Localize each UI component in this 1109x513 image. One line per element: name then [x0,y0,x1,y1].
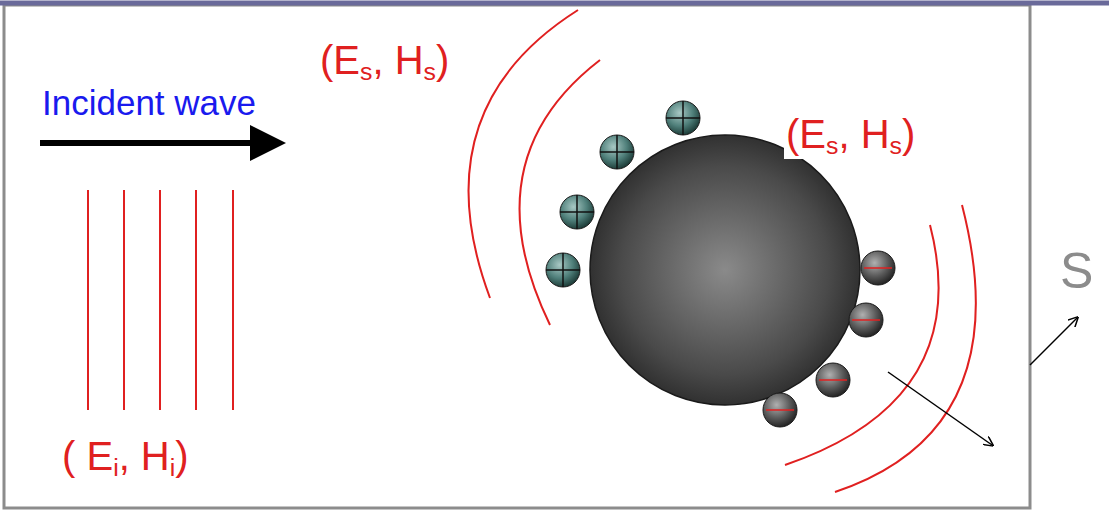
scattered-wavefronts [469,10,976,492]
surface-label: S [1058,244,1095,299]
wave-fronts [88,190,233,410]
wave-label: Incident wave [40,84,258,123]
incident-arrow [40,140,268,146]
field-label: ( Ei, Hi) [60,434,191,481]
propagation-arrow [888,372,992,445]
domain-frame [4,5,1030,508]
positive-charges [546,101,700,287]
field-label: (Es, Hs) [784,112,917,159]
negative-charges [763,251,895,427]
field-label: (Es, Hs) [318,38,451,85]
scatterer-sphere [590,135,860,405]
top-border [0,1,1109,6]
normal-arrow [1030,318,1077,365]
